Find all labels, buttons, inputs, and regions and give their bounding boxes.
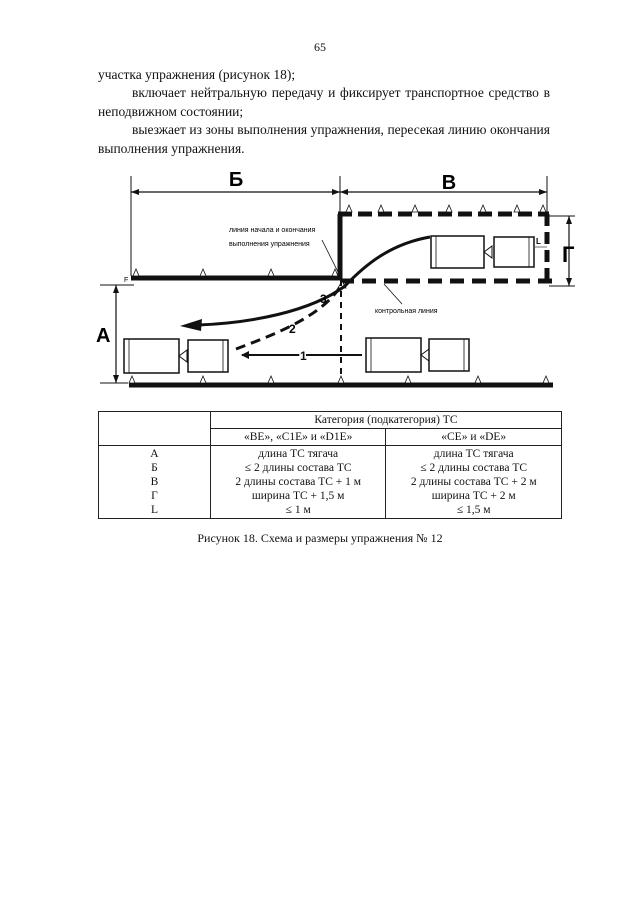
table-col2-value: длина ТС тягача — [433, 448, 514, 460]
table-letter-a: А — [150, 448, 159, 460]
control-line — [337, 278, 552, 305]
dimension-a: А — [96, 284, 134, 384]
table-col1-value: 2 длины состава ТС + 1 м — [235, 476, 362, 488]
table-letter-l: L — [150, 504, 158, 516]
table-col2-value: 2 длины состава ТС + 2 м — [410, 476, 537, 488]
table-letters-cell: А Б В Г L — [98, 445, 211, 519]
table-letter-v: В — [150, 476, 159, 488]
table-col2-value: ≤ 1,5 м — [456, 504, 491, 516]
path-label-2: 2 — [289, 322, 296, 336]
table-col2-cell: длина ТС тягача ≤ 2 длины состава ТС 2 д… — [385, 445, 562, 519]
path-3-arrow: 3 — [180, 235, 431, 331]
dimension-b: Б — [130, 169, 341, 276]
dimensions-table: Категория (подкатегория) ТС «ВЕ», «С1Е» … — [98, 411, 563, 519]
paragraph-1: участка упражнения (рисунок 18); — [98, 67, 296, 82]
dim-label-g: Г — [562, 242, 575, 267]
paragraph-3: выезжает из зоны выполнения упражнения, … — [98, 122, 550, 156]
table-corner-cell — [98, 411, 211, 446]
dim-label-a: А — [96, 325, 110, 347]
parking-box-border — [337, 203, 550, 279]
figure-caption: Рисунок 18. Схема и размеры упражнения №… — [197, 531, 443, 545]
dim-label-v: В — [442, 172, 456, 194]
table-col1-value: ≤ 2 длины состава ТС — [244, 462, 352, 474]
path-label-3: 3 — [320, 292, 327, 306]
label-start-finish-line-2: выполнения упражнения — [229, 241, 310, 248]
exercise-diagram: Б В Г F — [96, 169, 575, 388]
path-label-1: 1 — [300, 349, 307, 363]
top-boundary-line: F — [124, 267, 340, 284]
vehicle-parked: L — [430, 235, 547, 269]
table-col2-value: ширина ТС + 2 м — [431, 490, 516, 502]
path-1-arrow: 1 — [241, 348, 362, 365]
vehicle-end — [123, 338, 229, 374]
table-col1-value: ширина ТС + 1,5 м — [251, 490, 345, 502]
label-start-finish-line-1: линия начала и окончания — [229, 227, 316, 234]
table-letter-b: Б — [151, 462, 158, 474]
table-letter-g: Г — [151, 490, 158, 502]
label-control-line: контрольная линия — [375, 308, 438, 315]
table-col2-value: ≤ 2 длины состава ТС — [420, 462, 528, 474]
table-header-category: Категория (подкатегория) ТС — [209, 411, 563, 429]
dim-label-f: F — [124, 277, 128, 284]
table-col1-cell: длина ТС тягача ≤ 2 длины состава ТС 2 д… — [209, 445, 387, 519]
vehicle-start — [365, 337, 470, 373]
table-header-col2: «СЕ» и «DE» — [385, 428, 562, 446]
table-col1-value: длина ТС тягача — [258, 448, 339, 460]
dimension-v: В — [340, 172, 548, 215]
dim-label-b: Б — [229, 169, 243, 191]
page-number: 65 — [314, 40, 326, 54]
table-header-col1: «ВЕ», «С1Е» и «D1E» — [209, 428, 387, 446]
path-2-arrow: 2 — [235, 286, 342, 351]
dim-label-l: L — [536, 237, 541, 246]
table-col1-value: ≤ 1 м — [285, 504, 311, 516]
bottom-boundary-line — [128, 374, 553, 388]
paragraph-2: включает нейтральную передачу и фиксируе… — [98, 85, 550, 119]
dimension-g: Г — [549, 215, 575, 287]
